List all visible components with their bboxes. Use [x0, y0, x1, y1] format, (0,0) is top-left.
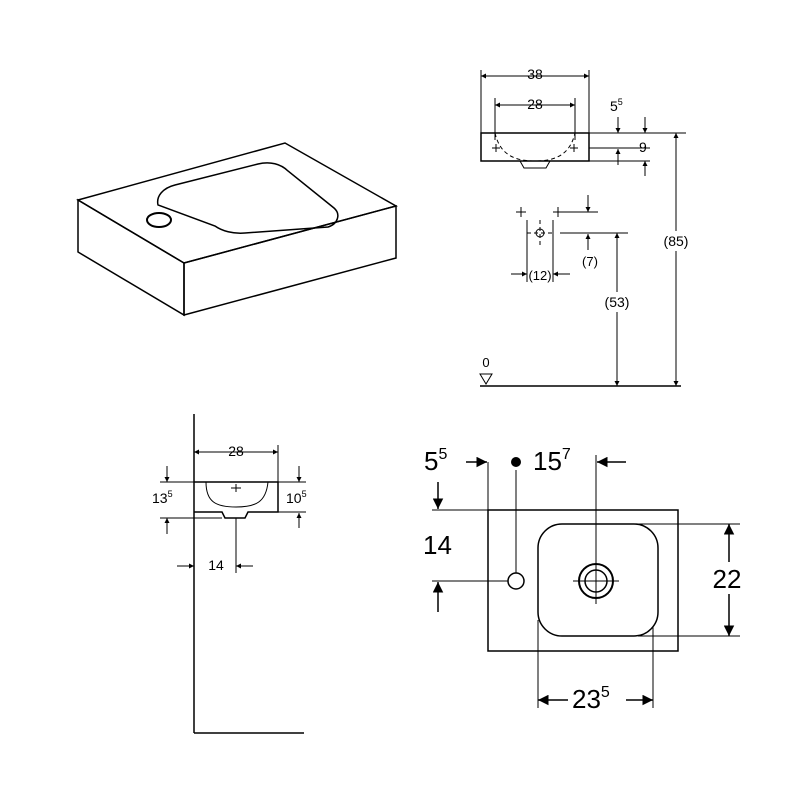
top-dim-tap-from-back: 14 [423, 530, 452, 560]
front-bowl-hidden [494, 132, 576, 162]
side-dim-wall-offset: 14 [208, 557, 224, 573]
side-bowl [205, 481, 269, 508]
dim-width-outer: 38 [527, 66, 543, 82]
floor-level-label: 0 [482, 355, 489, 370]
side-view: 28 135 105 14 [152, 414, 307, 734]
front-view: 38 28 55 9 [479, 66, 695, 387]
iso-left-face [77, 198, 185, 317]
top-tap-hole [507, 572, 525, 590]
dim-total-height: (85) [664, 233, 689, 249]
dim-width-bowl: 28 [527, 96, 543, 112]
isometric-view [76, 142, 398, 317]
iso-front-face [183, 205, 397, 316]
front-waste [519, 160, 551, 169]
side-dim-bowl-width: 28 [228, 443, 244, 459]
dim-rim: 55 [610, 97, 623, 114]
top-view: 55 157 14 22 235 [423, 446, 751, 714]
top-dim-tap-offset: 55 [424, 446, 447, 476]
waste-detail: (12) [511, 207, 570, 283]
top-dim-bowl-width: 235 [572, 684, 610, 714]
top-dim-tap-to-waste: 157 [533, 446, 571, 476]
top-tap-center-dot [511, 457, 521, 467]
top-dim-bowl-depth: 22 [713, 564, 742, 594]
dim-waste-height: (7) [582, 254, 598, 269]
dim-bowl-depth: 9 [639, 139, 647, 155]
front-basin-body [480, 132, 590, 162]
side-dim-right-depth: 105 [286, 489, 307, 506]
dim-mount-height: (53) [605, 294, 630, 310]
iso-tap-hole [146, 212, 172, 228]
top-bowl-outline [537, 523, 659, 637]
dim-waste-offset: (12) [528, 268, 551, 283]
iso-top-face [76, 142, 398, 264]
iso-bowl [156, 162, 339, 234]
side-basin-body [194, 481, 279, 519]
side-dim-left-depth: 135 [152, 489, 173, 506]
floor-marker [479, 373, 493, 385]
